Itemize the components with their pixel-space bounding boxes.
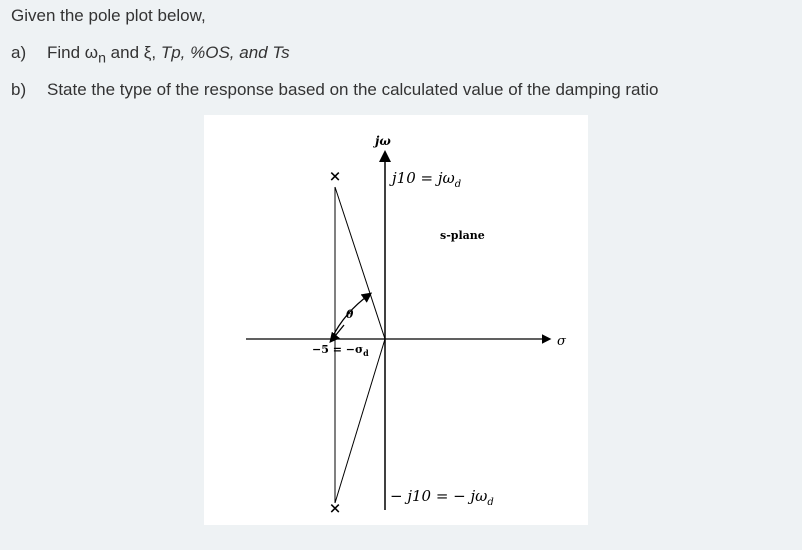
upper-pole: × <box>329 167 342 185</box>
question-part-b: b) State the type of the response based o… <box>11 80 658 100</box>
question-part-a: a) Find ωn and ξ, Tp, %OS, and Ts <box>11 43 290 66</box>
theta-label: θ <box>346 308 354 321</box>
omega-subscript: n <box>98 50 106 67</box>
pole-plot: × × jω σ s-plane θ j10 = jωd − j10 = − j… <box>246 134 567 517</box>
part-a-label: a) <box>11 43 27 62</box>
jw-axis-label: jω <box>373 134 391 148</box>
radial-line-upper <box>334 186 386 340</box>
omega-symbol: ω <box>84 43 99 62</box>
sigma-axis-label: σ <box>557 334 567 349</box>
part-a-text-2: and ξ, <box>105 43 161 62</box>
angle-arrow-left <box>329 324 345 344</box>
s-plane-label: s-plane <box>440 229 485 242</box>
question-intro: Given the pole plot below, <box>11 6 206 25</box>
part-b-text: State the type of the response based on … <box>47 80 659 99</box>
lower-pole: × <box>329 499 342 517</box>
part-a-italic: Tp, %OS, and Ts <box>160 43 290 62</box>
upper-pole-label: j10 = jωd <box>389 169 461 190</box>
part-b-label: b) <box>11 80 27 99</box>
real-part-label: −5 = −σd <box>312 343 369 358</box>
pole-plot-figure: × × jω σ s-plane θ j10 = jωd − j10 = − j… <box>204 115 588 525</box>
part-a-text: Find <box>47 43 85 62</box>
lower-pole-label: − j10 = − jωd <box>390 487 494 508</box>
radial-line-lower <box>334 338 386 504</box>
